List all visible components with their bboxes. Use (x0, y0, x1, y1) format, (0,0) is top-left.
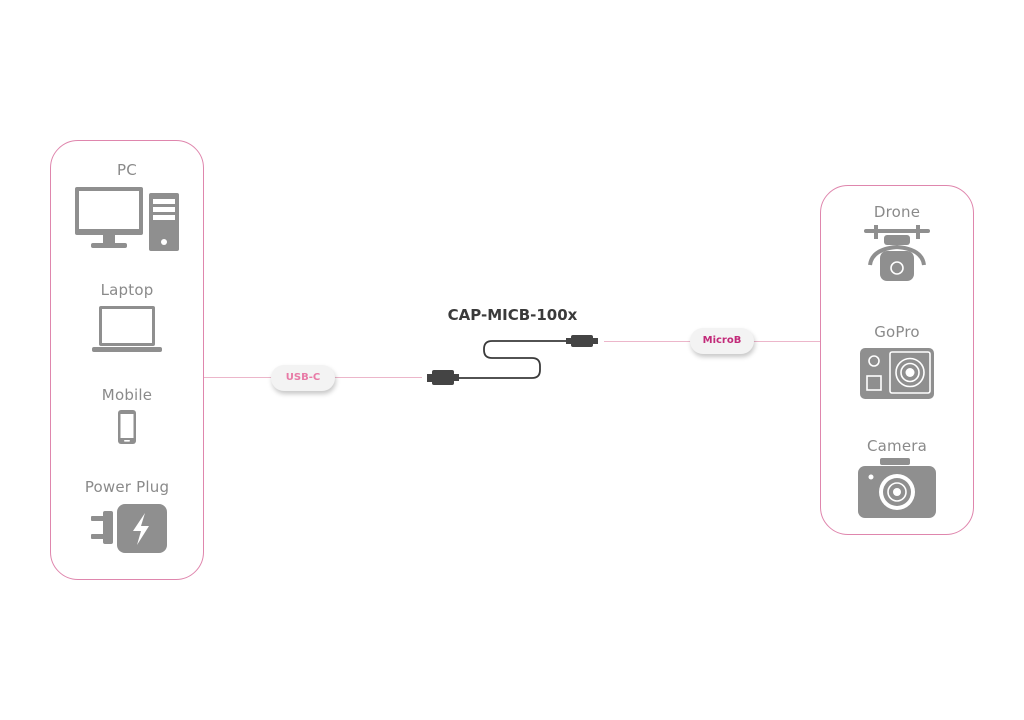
device-label-power-plug: Power Plug (84, 478, 170, 496)
device-label-drone: Drone (873, 203, 921, 221)
power-plug-icon (91, 504, 167, 553)
device-power-plug: Power Plug (51, 478, 203, 555)
drone-icon (864, 225, 930, 281)
device-laptop: Laptop (51, 281, 203, 356)
device-label-laptop: Laptop (100, 281, 154, 299)
microb-connector-badge: MicroB (690, 328, 754, 354)
target-devices-panel: Drone GoPro Camera (820, 185, 974, 535)
device-label-camera: Camera (866, 437, 928, 455)
device-label-mobile: Mobile (101, 386, 153, 404)
device-mobile: Mobile (51, 386, 203, 445)
device-label-pc: PC (117, 161, 137, 179)
device-gopro: GoPro (821, 323, 973, 401)
camera-icon (858, 458, 936, 518)
device-camera: Camera (821, 437, 973, 520)
microb-plug-icon (566, 335, 598, 347)
mobile-icon (118, 410, 136, 444)
pc-icon (75, 187, 179, 251)
cable-icon (427, 335, 598, 385)
laptop-icon (92, 306, 162, 352)
device-pc: PC (51, 161, 203, 253)
product-title: CAP-MICB-100x (447, 306, 578, 324)
gopro-icon (860, 348, 934, 399)
device-label-gopro: GoPro (874, 323, 920, 341)
usb-c-connector-badge: USB-C (271, 365, 335, 391)
device-drone: Drone (821, 203, 973, 283)
usb-c-plug-icon (427, 370, 459, 385)
source-devices-panel: PC Laptop Mobile Power Plug (50, 140, 204, 580)
